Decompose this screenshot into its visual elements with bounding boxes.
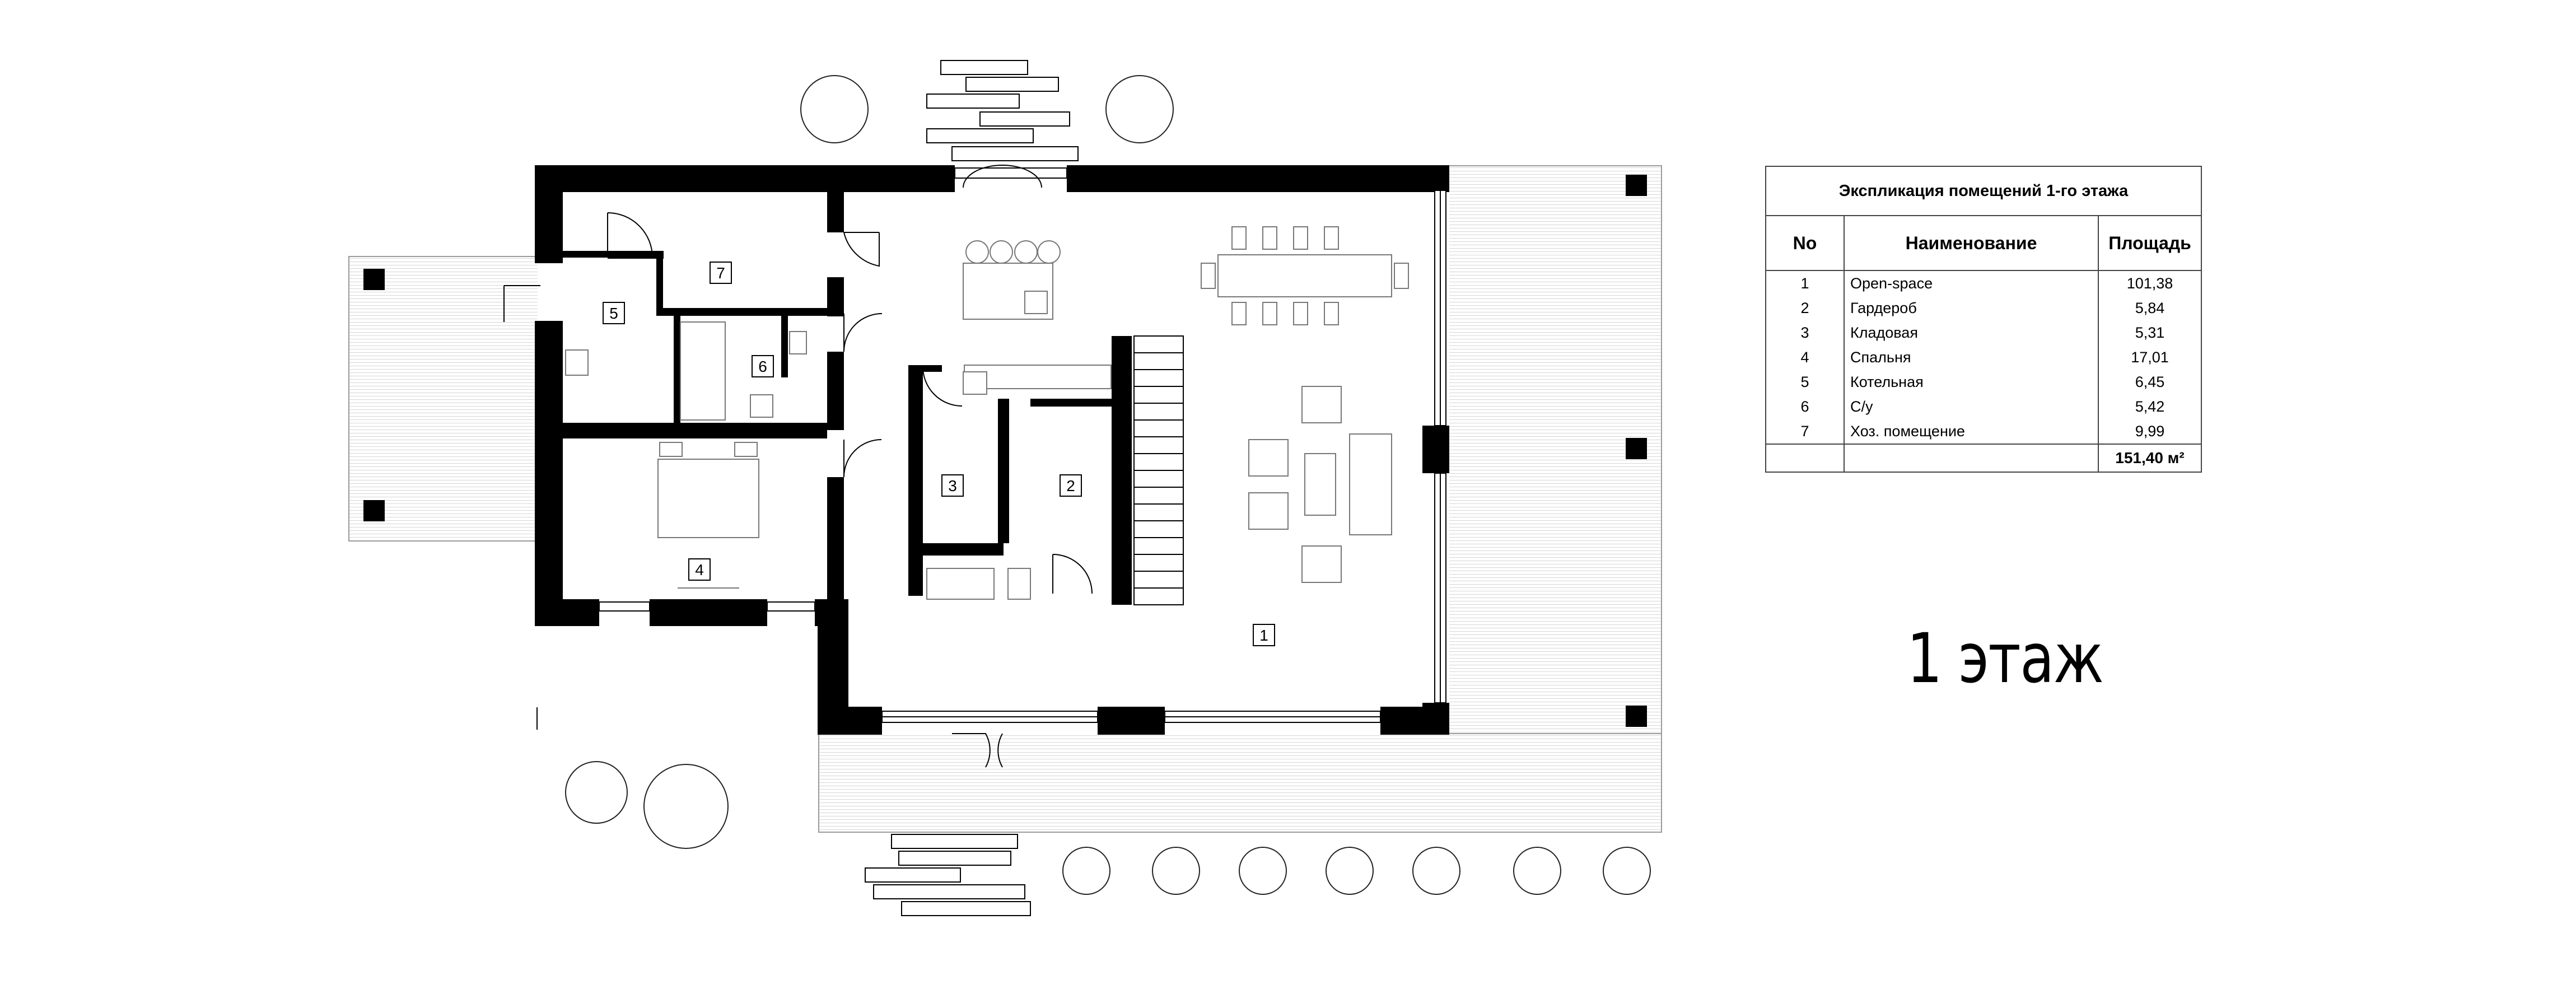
header-name: Наименование [1844, 215, 2099, 271]
trees [565, 75, 1651, 895]
svg-text:2: 2 [1066, 477, 1075, 494]
svg-text:1: 1 [1259, 627, 1268, 644]
kitchen-counter [964, 365, 1112, 389]
table-row: 2 Гардероб 5,84 [1765, 296, 2202, 320]
tree-icon [1105, 75, 1174, 143]
table-row: 6 С/у 5,42 [1765, 394, 2202, 419]
staircase [1133, 335, 1184, 605]
steps [865, 60, 1079, 916]
header-no: No [1765, 215, 1845, 271]
svg-text:6: 6 [758, 358, 767, 375]
table-total-row: 151,40 м² [1765, 444, 2202, 473]
stair-treads [1134, 352, 1183, 589]
table-title: Экспликация помещений 1-го этажа [1765, 166, 2202, 216]
furniture [565, 226, 1409, 600]
bed [657, 459, 759, 538]
svg-text:5: 5 [609, 305, 618, 322]
header-area: Площадь [2098, 215, 2202, 271]
exterior-walls [535, 165, 1449, 735]
shower [680, 321, 726, 421]
room-tags: 1 2 3 4 5 6 7 [603, 262, 1275, 646]
room-tag-1: 1 [1253, 624, 1275, 646]
terrace-bottom [818, 733, 1662, 833]
boiler [565, 349, 589, 376]
shrubs [1062, 847, 1651, 895]
room-tag-7: 7 [710, 262, 732, 284]
terrace-left [348, 256, 541, 542]
shrub-icon [1152, 847, 1200, 895]
shrub-icon [1513, 847, 1561, 895]
toilet [789, 331, 807, 354]
table-row: 7 Хоз. помещение 9,99 [1765, 419, 2202, 445]
dining-table [1217, 254, 1392, 297]
room-tag-3: 3 [941, 474, 964, 497]
tree-icon [643, 764, 729, 849]
room-schedule-table: Экспликация помещений 1-го этажа No Наим… [1765, 166, 2202, 473]
room-tag-4: 4 [688, 558, 711, 581]
windows [599, 167, 1446, 723]
table-row: 4 Спальня 17,01 [1765, 345, 2202, 370]
table-row: 3 Кладовая 5,31 [1765, 320, 2202, 345]
room-tag-5: 5 [603, 302, 625, 324]
room-tag-2: 2 [1060, 474, 1082, 497]
shrub-icon [1412, 847, 1460, 895]
tree-icon [800, 75, 869, 143]
coffee-table [1304, 453, 1336, 516]
interior-walls [563, 192, 1132, 605]
sink [750, 394, 773, 418]
doors [503, 165, 1093, 768]
shrub-icon [1326, 847, 1374, 895]
shrub-icon [1239, 847, 1287, 895]
svg-text:7: 7 [716, 264, 725, 282]
svg-text:4: 4 [695, 561, 704, 578]
svg-text:3: 3 [948, 477, 957, 494]
room-tag-6: 6 [752, 355, 774, 377]
terrace-right [1448, 165, 1662, 833]
sofa [1349, 433, 1392, 535]
shrub-icon [1062, 847, 1110, 895]
table-row: 5 Котельная 6,45 [1765, 370, 2202, 394]
table-row: 1 Open-space 101,38 [1765, 270, 2202, 296]
total-area: 151,40 м² [2098, 444, 2202, 473]
tree-icon [565, 761, 628, 824]
floor-label: 1 этаж [1907, 619, 2104, 698]
shrub-icon [1603, 847, 1651, 895]
